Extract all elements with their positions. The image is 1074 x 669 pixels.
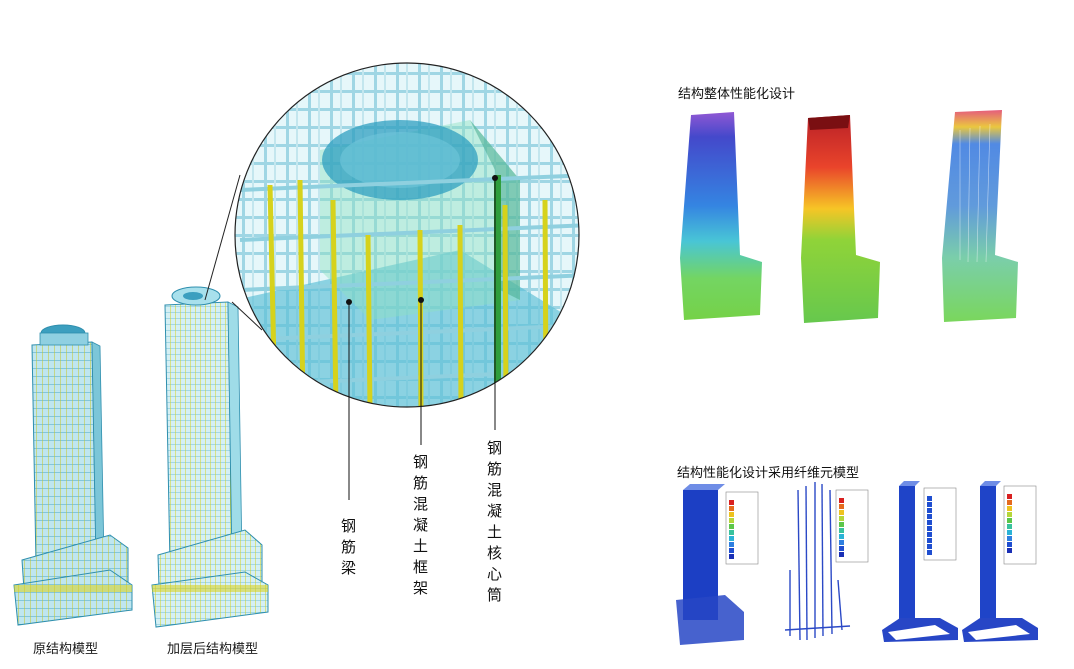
- added-floors-model-caption: 加层后结构模型: [167, 642, 259, 657]
- original-model-caption: 原结构模型: [33, 642, 99, 657]
- label-rc-frame: 钢筋混凝土框架: [411, 454, 429, 601]
- performance-design-title: 结构整体性能化设计: [678, 87, 796, 102]
- fiber-model-title: 结构性能化设计采用纤维元模型: [677, 466, 860, 481]
- label-steel-beam: 钢筋梁: [339, 518, 357, 581]
- label-rc-core: 钢筋混凝土核心筒: [485, 440, 503, 608]
